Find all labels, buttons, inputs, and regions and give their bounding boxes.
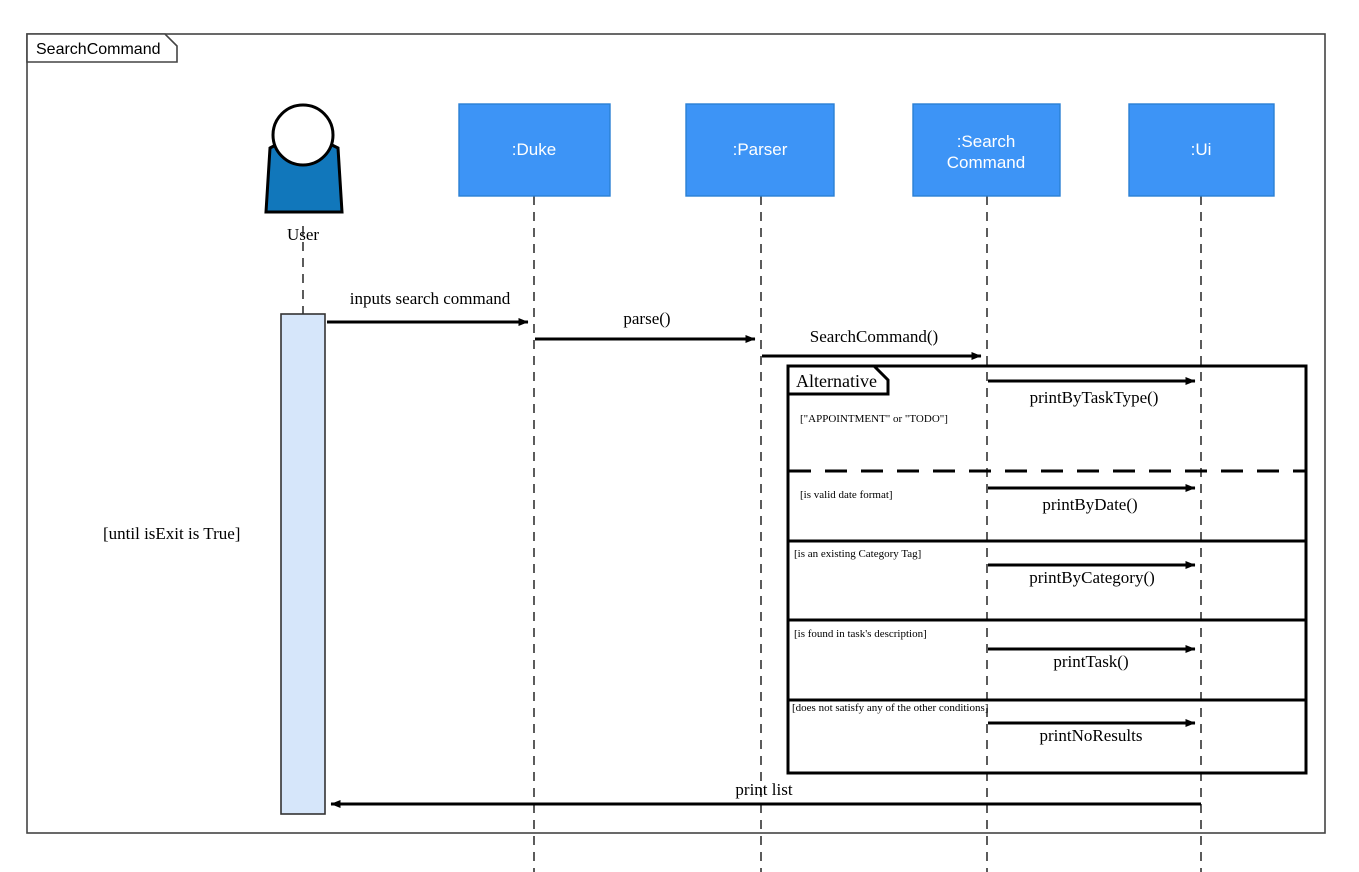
- alt-message-label-4: printTask(): [1053, 652, 1128, 671]
- participant-ui[interactable]: :Ui: [1128, 103, 1275, 197]
- message-label-3: SearchCommand(): [810, 327, 938, 346]
- alt-guard-2: [is valid date format]: [800, 489, 893, 501]
- participant-box-searchcommand[interactable]: [912, 103, 1061, 197]
- alt-fragment: Alternative ["APPOINTMENT" or "TODO"] pr…: [786, 364, 1308, 775]
- participant-label-searchcommand-line1: :Search: [957, 132, 1016, 151]
- alt-guard-4: [is found in task's description]: [794, 628, 927, 640]
- participant-box-parser[interactable]: [685, 103, 835, 197]
- message-label-print-list: print list: [735, 780, 792, 799]
- activation-bar-user: [280, 313, 326, 815]
- alt-guard-5: [does not satisfy any of the other condi…: [792, 702, 988, 714]
- message-label-1: inputs search command: [350, 289, 511, 308]
- outer-frame: [26, 33, 1326, 834]
- alt-fragment-border: [786, 364, 1308, 775]
- participant-label-ui: :Ui: [1191, 140, 1212, 159]
- message-searchcommand-ctor: SearchCommand(): [762, 327, 982, 360]
- participant-searchcommand[interactable]: :Search Command: [912, 103, 1061, 197]
- loop-guard-label: [until isExit is True]: [103, 524, 240, 543]
- alt-message-label-5: printNoResults: [1040, 726, 1143, 745]
- alt-guard-1: ["APPOINTMENT" or "TODO"]: [800, 413, 948, 425]
- alt-fragment-tab: [786, 364, 890, 396]
- actor-head-icon: [271, 103, 335, 167]
- participant-duke[interactable]: :Duke: [458, 103, 611, 197]
- alt-message-label-3: printByCategory(): [1029, 568, 1155, 587]
- message-label-2: parse(): [623, 309, 670, 328]
- participant-box-ui[interactable]: [1128, 103, 1275, 197]
- participant-label-duke: :Duke: [512, 140, 556, 159]
- alt-guard-3: [is an existing Category Tag]: [794, 548, 921, 560]
- frame-label: SearchCommand: [36, 41, 161, 58]
- participant-parser[interactable]: :Parser: [685, 103, 835, 197]
- actor-user: User: [264, 103, 344, 244]
- message-inputs-search-command: inputs search command: [327, 289, 529, 326]
- participant-label-parser: :Parser: [733, 140, 788, 159]
- message-parse: parse(): [535, 309, 756, 343]
- participant-box-duke[interactable]: [458, 103, 611, 197]
- actor-label: User: [287, 225, 319, 244]
- participant-label-searchcommand-line2: Command: [947, 153, 1025, 172]
- message-print-list: print list: [330, 780, 1201, 808]
- frame-label-tab: [26, 33, 178, 63]
- alt-fragment-title: Alternative: [796, 371, 877, 391]
- alt-message-label-1: printByTaskType(): [1030, 388, 1159, 407]
- alt-message-label-2: printByDate(): [1042, 495, 1137, 514]
